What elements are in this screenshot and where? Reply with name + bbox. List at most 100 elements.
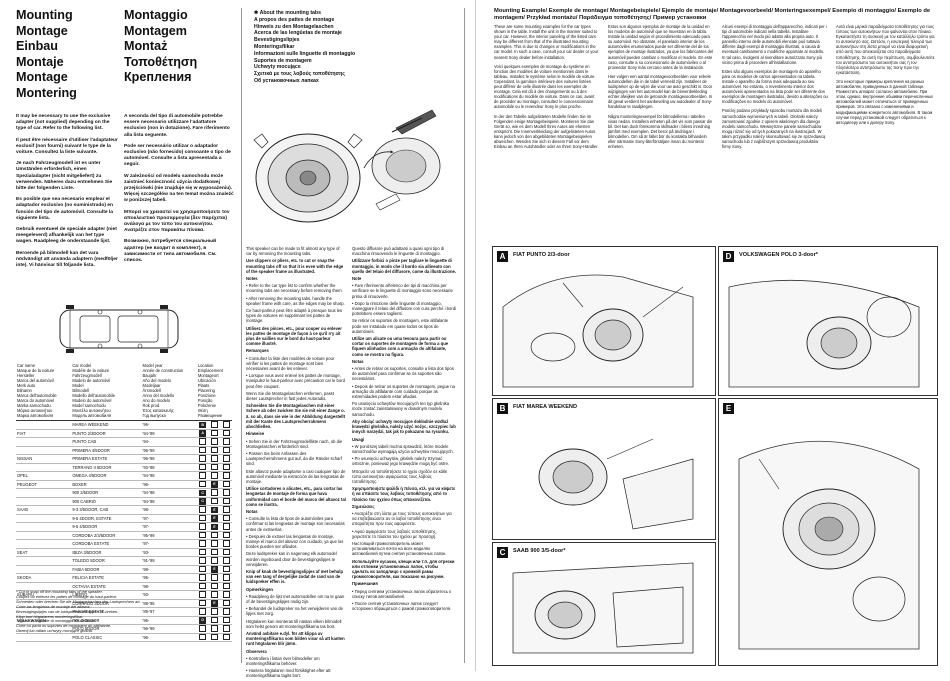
location-marker	[210, 616, 218, 623]
cell-model-year: '95-	[141, 616, 197, 625]
location-marker	[199, 582, 207, 589]
cell-car-name: PEUGEOT	[16, 480, 72, 489]
cell-model-year: '97-	[141, 522, 197, 532]
cell-location-3	[220, 565, 232, 574]
cell-location-3	[220, 454, 232, 464]
instruction-text: Настоящий громкоговоритель может устанав…	[352, 540, 447, 557]
cell-location-1: B	[196, 420, 209, 430]
panel-c-illustration	[512, 562, 694, 654]
cell-location-3	[220, 463, 232, 472]
example-paragraph: Αυτά είναι μερικά παραδείγματα τοποθέτησ…	[836, 24, 935, 75]
location-marker	[210, 438, 218, 445]
location-marker: D	[199, 617, 207, 624]
cell-car-model: PRIMERA 4/5DOOR	[71, 446, 142, 455]
location-marker	[199, 548, 207, 555]
location-marker	[222, 633, 230, 640]
mounting-title: Montaggio	[124, 8, 188, 22]
cell-location-3	[220, 556, 232, 566]
table-row: PASSAT ESTATE'89-'97	[16, 607, 232, 617]
cell-model-year: '89-'97	[141, 607, 197, 617]
cell-location-1	[196, 539, 209, 549]
cell-location-3	[220, 446, 232, 455]
instruction-bold: Använd avbitare e.dyl. för att klippa av…	[246, 631, 345, 647]
cell-location-1	[196, 454, 209, 464]
instruction-text: Questo diffusore può adattarsi a quasi o…	[352, 246, 445, 257]
location-marker	[222, 548, 230, 555]
footnote: Bevestigingslipjes van de luidspreken af…	[16, 608, 119, 614]
cell-car-model: FELICIA ESTATE	[71, 573, 142, 583]
location-marker	[222, 608, 230, 615]
cell-location-2	[208, 454, 221, 464]
instruction-bold: Use clippers or pliers, etc. to cut or s…	[246, 258, 344, 274]
panel-a: A FIAT PUNTO 2/3-door	[492, 246, 716, 396]
cell-car-model: TERRANO II 5DOOR	[71, 463, 142, 472]
cell-car-name	[16, 633, 72, 642]
location-marker	[222, 574, 230, 581]
cell-model-year: '93-	[141, 548, 197, 557]
cell-car-name	[16, 463, 72, 472]
cell-location-3	[220, 607, 232, 617]
cell-location-2	[208, 446, 221, 455]
cell-car-name: NISSAN	[16, 454, 72, 464]
cell-location-2	[208, 463, 221, 472]
about-heading: Acerca de las lengüetas de montaje	[254, 30, 342, 37]
mounting-title: Mounting	[16, 8, 73, 22]
cell-model-year: '98-	[141, 505, 197, 515]
location-marker: A	[199, 430, 207, 437]
cell-model-year: '96-	[141, 633, 197, 642]
cell-model-year: '91-'99	[141, 556, 197, 566]
mounting-title: Montage	[16, 70, 68, 85]
intro-paragraph: It may be necessary to use the exclusive…	[16, 114, 111, 132]
footnote: Schneiden oder brechen Sie die Montagela…	[16, 598, 141, 604]
cell-model-year: '96-'98	[141, 454, 197, 464]
location-marker	[222, 497, 230, 504]
mounting-title: Montagem	[124, 23, 187, 38]
about-heading: Σχετικά με τους λοβούς τοποθέτησης	[254, 71, 345, 78]
example-text-col4: Αυτά είναι μερικά παραδείγματα τοποθέτησ…	[836, 24, 936, 129]
location-marker: C	[199, 498, 207, 505]
location-marker: E	[210, 506, 218, 513]
cell-location-3	[220, 480, 232, 489]
cell-car-model: PRIMERA ESTATE	[71, 454, 142, 464]
cell-location-1	[196, 624, 209, 634]
location-marker	[199, 540, 207, 547]
cell-location-2: E	[208, 505, 221, 515]
instruction-bold: Utilizzare forbici o pinze per tagliare …	[352, 258, 457, 274]
panel-e: E	[718, 398, 938, 666]
example-paragraph: Это некоторые примеры крепления на разны…	[836, 78, 933, 125]
cell-location-2	[208, 607, 221, 617]
location-marker	[222, 472, 230, 479]
footnote: Obetnij lub odłam uchwyty mocujące głośn…	[16, 628, 94, 634]
cell-car-name	[16, 437, 72, 447]
cell-location-3	[220, 420, 232, 430]
cell-location-3	[220, 590, 232, 600]
location-marker	[222, 421, 230, 428]
instruction-bold: Knip of knak de bevestigingslipjes af me…	[246, 568, 344, 585]
location-marker	[222, 565, 230, 572]
mounting-title: Montaje	[16, 54, 64, 69]
intro-paragraph: Возможно, потребуется специальный адапте…	[124, 239, 217, 264]
about-heading: Informazioni sulle linguette di montaggi…	[254, 50, 356, 57]
cell-location-2	[208, 582, 221, 591]
cell-location-2: E	[208, 522, 221, 532]
cell-car-model: CORDOBA ESTATE	[71, 539, 142, 549]
cell-location-2	[208, 531, 221, 540]
panel-b: B FIAT MAREA WEEKEND	[492, 398, 716, 540]
location-marker	[199, 455, 207, 462]
panel-a-car-name: FIAT PUNTO 2/3-door	[513, 252, 570, 258]
cell-car-model: PASSAT ESTATE	[71, 607, 142, 617]
cell-location-3	[220, 539, 232, 549]
table-row: OCTAVIA ESTATE'98-	[16, 582, 232, 591]
footnote: Corte ou parta os suportes de montagem d…	[16, 623, 112, 629]
instruction-bold: Uwagi	[352, 436, 365, 442]
cell-car-model: 9-5 4DOOR, ESTATE	[71, 514, 142, 523]
location-marker	[210, 463, 218, 470]
cell-car-name: VOLKSWAGEN	[16, 616, 72, 625]
instruction-text: Ce haut-parleur peut être adapté à presq…	[246, 308, 343, 324]
cell-location-2	[208, 497, 221, 506]
about-heading-text: About the mounting tabs	[259, 10, 321, 16]
cell-location-3	[220, 505, 232, 515]
